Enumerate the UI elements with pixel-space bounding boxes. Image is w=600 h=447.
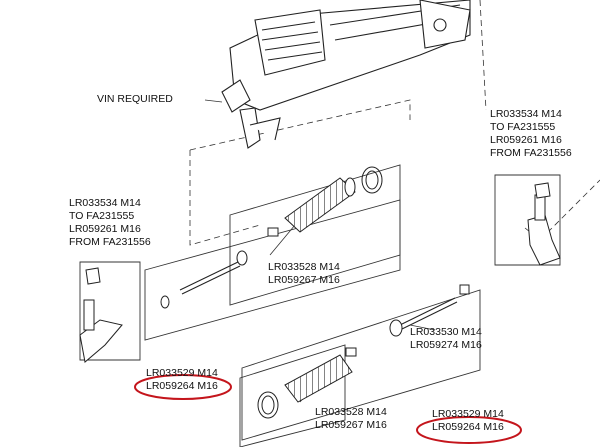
right-tie-rod-end bbox=[527, 182, 561, 266]
label-right-inner-rod: LR033530 M14 LR059274 M16 bbox=[410, 326, 482, 351]
left-tie-rod-end bbox=[79, 267, 123, 363]
upper-bellows-boot bbox=[267, 166, 383, 237]
highlight-circle-left-rod bbox=[134, 374, 232, 400]
label-lower-boot: LR033528 M14 LR059267 M16 bbox=[315, 406, 387, 431]
steering-rack-illustration bbox=[221, 0, 471, 149]
label-left-inner-rod: LR033529 M14 LR059264 M16 bbox=[146, 367, 218, 392]
label-lower-right-rod: LR033529 M14 LR059264 M16 bbox=[432, 408, 504, 433]
highlight-circle-lower-right-rod bbox=[416, 416, 522, 444]
vin-required-label: VIN REQUIRED bbox=[97, 93, 173, 105]
lower-bellows-boot bbox=[257, 347, 357, 419]
label-left-tie-rod-end: LR033534 M14 TO FA231555 LR059261 M16 FR… bbox=[69, 197, 151, 248]
highlight-circles bbox=[134, 374, 522, 444]
left-inner-tie-rod bbox=[160, 250, 248, 309]
label-right-tie-rod-end: LR033534 M14 TO FA231555 LR059261 M16 FR… bbox=[490, 108, 572, 159]
dashed-outlines bbox=[189, 0, 600, 246]
label-upper-boot: LR033528 M14 LR059267 M16 bbox=[268, 261, 340, 286]
leader-lines bbox=[204, 99, 436, 403]
right-inner-tie-rod bbox=[389, 284, 470, 337]
